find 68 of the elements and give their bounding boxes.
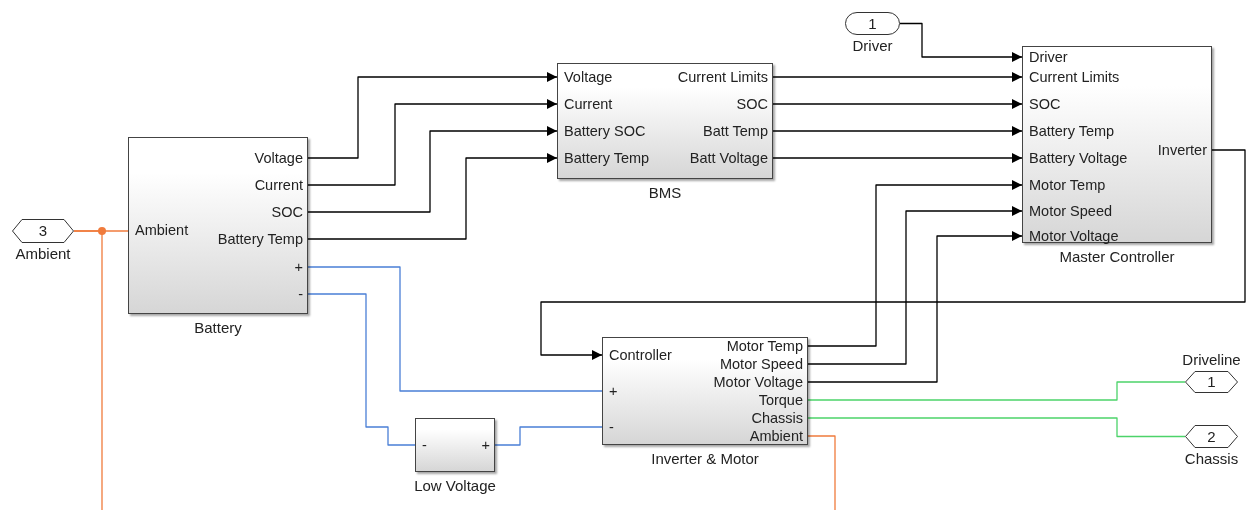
signal-arrow bbox=[307, 99, 558, 186]
signal-arrow bbox=[772, 153, 1023, 163]
port-label: - bbox=[298, 285, 307, 303]
port-label: Voltage bbox=[254, 149, 307, 167]
signal-arrow bbox=[899, 22, 1023, 62]
port-label: Battery Temp bbox=[558, 149, 650, 167]
port-number: 2 bbox=[1207, 428, 1216, 445]
port-label: Motor Voltage bbox=[713, 373, 807, 391]
signal-arrow bbox=[307, 126, 558, 213]
block-name: Inverter & Motor bbox=[651, 450, 759, 467]
port-label: Motor Speed bbox=[1023, 202, 1113, 220]
connection-line bbox=[807, 435, 836, 510]
block-name: Master Controller bbox=[1059, 248, 1175, 265]
connection-line bbox=[807, 381, 1186, 401]
port-label: Motor Voltage bbox=[1023, 227, 1119, 245]
port-label: Current Limits bbox=[677, 68, 772, 86]
port-label: Ambient bbox=[129, 221, 189, 239]
port-name: Ambient bbox=[15, 245, 71, 263]
connection-line bbox=[307, 266, 603, 392]
port-label: SOC bbox=[736, 95, 772, 113]
port-label: SOC bbox=[1023, 95, 1061, 113]
port-label: - bbox=[416, 436, 427, 454]
port-number: 3 bbox=[38, 223, 48, 239]
port-label: Current bbox=[254, 176, 307, 194]
port-number: 1 bbox=[868, 15, 877, 32]
port-label: Motor Temp bbox=[726, 337, 807, 355]
port-label: Driver bbox=[1023, 48, 1068, 66]
port-number: 1 bbox=[1207, 374, 1216, 390]
port-name: Driveline bbox=[1182, 351, 1241, 369]
signal-arrow bbox=[772, 126, 1023, 136]
connection-line bbox=[494, 426, 603, 446]
port-label: Current Limits bbox=[1023, 68, 1120, 86]
port-label: + bbox=[603, 382, 618, 400]
port-label: Batt Voltage bbox=[689, 149, 772, 167]
port-label: Battery Temp bbox=[217, 230, 307, 248]
signal-arrow bbox=[807, 206, 1023, 365]
signal-arrow bbox=[307, 153, 558, 240]
port-label: SOC bbox=[271, 203, 307, 221]
port-label: Controller bbox=[603, 346, 672, 364]
connection-line bbox=[807, 417, 1186, 438]
port-label: + bbox=[481, 436, 494, 454]
connection-line bbox=[73, 230, 103, 510]
signal-arrow bbox=[540, 149, 1246, 360]
port-label: Battery Voltage bbox=[1023, 149, 1128, 167]
block-name: BMS bbox=[648, 184, 682, 201]
signal-arrow bbox=[307, 72, 558, 159]
signal-arrow bbox=[807, 180, 1023, 347]
signal-arrow bbox=[772, 72, 1023, 82]
port-label: Voltage bbox=[558, 68, 613, 86]
port-label: - bbox=[603, 418, 614, 436]
port-label: Battery Temp bbox=[1023, 122, 1115, 140]
port-name: Driver bbox=[852, 37, 893, 55]
signal-arrow bbox=[772, 99, 1023, 109]
port-label: Torque bbox=[758, 391, 807, 409]
port-label: Batt Temp bbox=[702, 122, 772, 140]
port-label: Current bbox=[558, 95, 613, 113]
signal-arrow bbox=[807, 231, 1023, 383]
block-name: Low Voltage bbox=[414, 477, 496, 494]
port-label: Chassis bbox=[751, 409, 807, 427]
port-label: + bbox=[294, 258, 307, 276]
port-label: Inverter bbox=[1157, 141, 1211, 159]
connection-line bbox=[307, 293, 416, 446]
port-label: Ambient bbox=[749, 427, 807, 445]
block-name: Battery bbox=[194, 319, 242, 336]
port-label: Motor Temp bbox=[1023, 176, 1106, 194]
port-label: Battery SOC bbox=[558, 122, 646, 140]
port-label: Motor Speed bbox=[719, 355, 807, 373]
port-name: Chassis bbox=[1184, 450, 1239, 468]
